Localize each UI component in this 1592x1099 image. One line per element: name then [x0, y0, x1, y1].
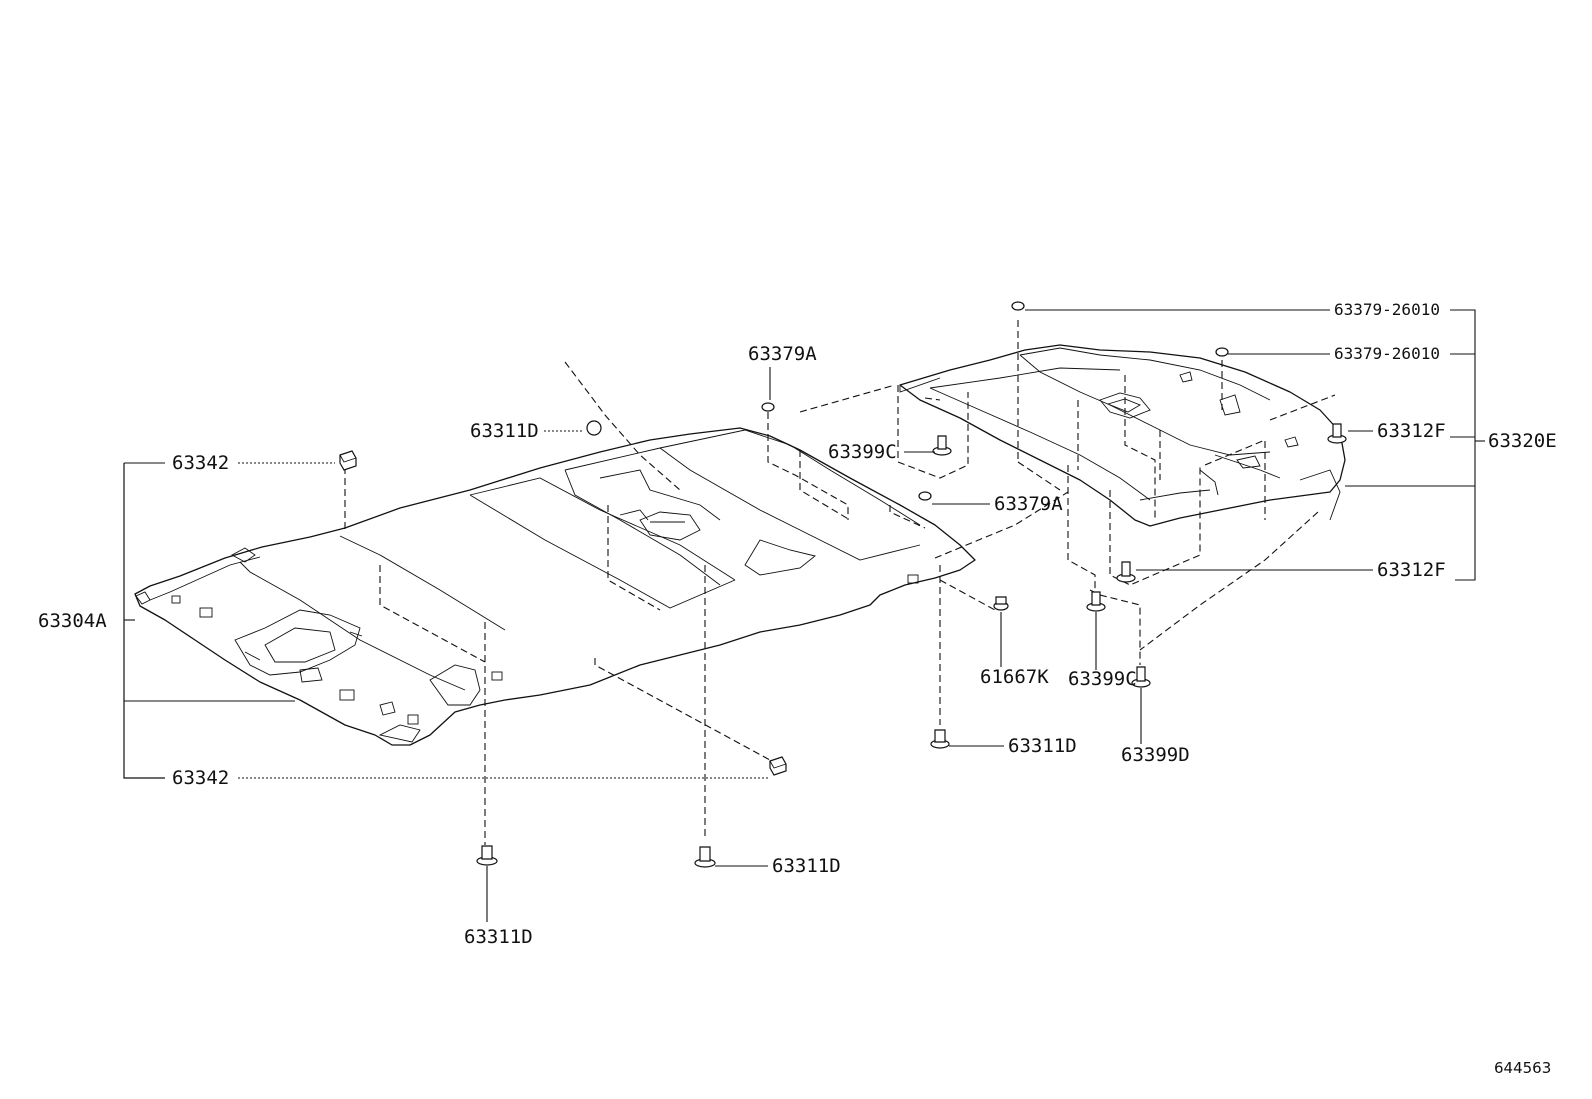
clip-63311D-bottom [476, 845, 498, 866]
block-63342-lower [769, 756, 787, 776]
assembly-dash-lines [344, 320, 1336, 845]
screw-63399D [1131, 666, 1151, 688]
label-63379-26010-top: 63379-26010 [1334, 300, 1440, 319]
label-63312F-top: 63312F [1377, 420, 1446, 442]
part-labels: 63379-26010 63379-26010 63379A 63311D 63… [38, 300, 1557, 1077]
clip-63311D-right [930, 729, 950, 749]
label-63311D-right: 63311D [1008, 735, 1077, 757]
screw-63399C-bottom [1086, 591, 1106, 612]
block-63342-upper [339, 450, 357, 471]
fasteners [339, 301, 1347, 868]
diagram-id: 644563 [1494, 1059, 1551, 1077]
label-63312F-bottom: 63312F [1377, 559, 1446, 581]
label-63304A: 63304A [38, 610, 107, 632]
clip-63379-26010-top [1011, 301, 1025, 311]
label-63379-26010-second: 63379-26010 [1334, 344, 1440, 363]
screw-63399C-left [932, 435, 952, 456]
screw-63312F-top [1327, 423, 1347, 444]
clip-63379-26010-second [1215, 347, 1229, 357]
clip-63379A-mid [918, 491, 932, 501]
clip-63379A-top [761, 402, 775, 412]
clip-61667K [993, 596, 1009, 611]
label-63311D-bottom: 63311D [464, 926, 533, 948]
label-63311D-center: 63311D [772, 855, 841, 877]
label-63311D-upper: 63311D [470, 420, 539, 442]
label-63342-lower: 63342 [172, 767, 229, 789]
label-63379A-top: 63379A [748, 343, 817, 365]
label-63320E: 63320E [1488, 430, 1557, 452]
front-headliner-panel [134, 427, 976, 746]
cap-63311D-upper [586, 420, 602, 436]
leader-lines [123, 309, 1485, 922]
clip-63311D-center [694, 846, 716, 868]
label-63399D: 63399D [1121, 744, 1190, 766]
label-63399C-bottom: 63399C [1068, 668, 1137, 690]
label-63342-upper: 63342 [172, 452, 229, 474]
label-63379A-mid: 63379A [994, 493, 1063, 515]
rear-headliner-panel [899, 344, 1346, 527]
screw-63312F-bottom [1116, 561, 1136, 583]
label-61667K: 61667K [980, 666, 1049, 688]
label-63399C-left: 63399C [828, 441, 897, 463]
